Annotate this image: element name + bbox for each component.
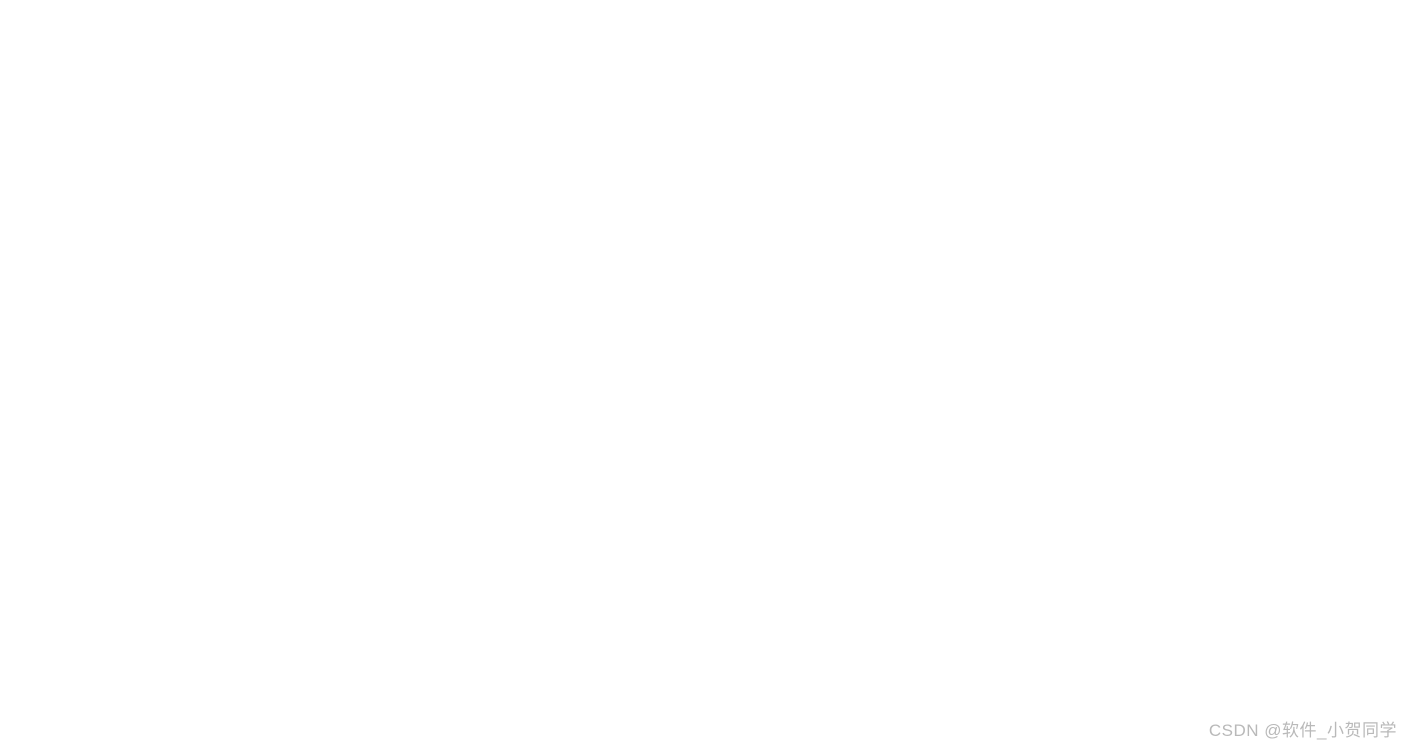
watermark-label: CSDN @软件_小贺同学 [1208, 721, 1397, 740]
